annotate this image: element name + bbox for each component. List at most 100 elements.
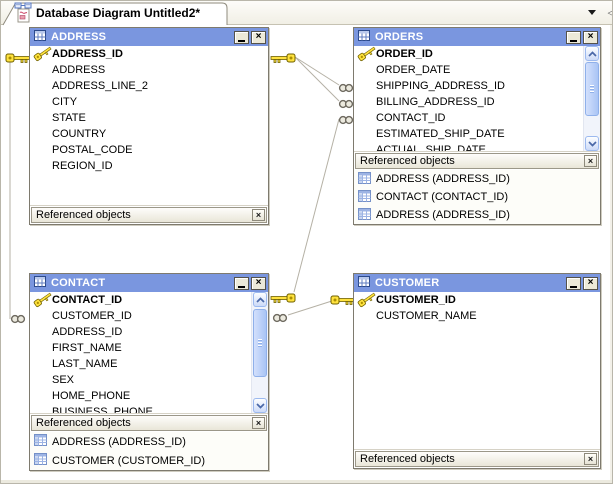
field-name: ORDER_ID [376,48,433,60]
referenced-object-item[interactable]: ADDRESS (ADDRESS_ID) [354,170,600,188]
field-name: CONTACT_ID [52,294,123,306]
table-window-customer: CUSTOMER × CUSTOMER_ID CUSTOMER_NAME Ref… [353,273,601,469]
scrollbar-thumb[interactable] [253,309,267,377]
scroll-up-button[interactable] [585,46,599,61]
close-button[interactable]: × [583,30,598,44]
referenced-object-item[interactable]: CONTACT (CONTACT_ID) [354,188,600,206]
referenced-object-label: ADDRESS (ADDRESS_ID) [52,435,186,448]
many-connector-icon [338,96,354,114]
close-button[interactable]: × [583,276,598,290]
referenced-objects-bar: Referenced objects × [355,451,599,467]
table-grid-icon [358,207,371,223]
field-row[interactable]: REGION_ID [30,158,268,174]
close-button[interactable]: × [251,276,266,290]
primary-key-icon [355,292,381,313]
tab-scroll-icon[interactable]: ◁ [608,6,612,19]
panel-close-button[interactable]: × [252,417,265,429]
referenced-object-label: CONTACT (CONTACT_ID) [376,191,508,203]
field-row[interactable]: COUNTRY [30,126,268,142]
many-connector-icon [10,311,26,329]
close-button[interactable]: × [251,30,266,44]
field-row[interactable]: CONTACT_ID [354,110,600,126]
tab-list-dropdown-icon[interactable] [588,10,596,15]
field-row[interactable]: STATE [30,110,268,126]
field-row[interactable]: ORDER_DATE [354,62,600,78]
field-name: CITY [52,96,78,108]
field-name: ADDRESS_ID [52,326,123,338]
field-row[interactable]: POSTAL_CODE [30,142,268,158]
field-row[interactable]: ADDRESS_ID [30,324,268,340]
referenced-object-item[interactable]: ADDRESS (ADDRESS_ID) [30,432,268,451]
table-titlebar[interactable]: ADDRESS × [30,28,268,46]
field-row[interactable]: ACTUAL_SHIP_DATE [354,142,600,151]
field-row[interactable]: ORDER_ID [354,46,600,62]
many-connector-icon [338,80,354,98]
field-name: FIRST_NAME [52,342,122,354]
table-grid-icon [34,453,47,468]
field-name: COUNTRY [52,128,107,140]
minimize-button[interactable] [234,276,249,290]
key-connector-icon [270,51,296,69]
field-name: ADDRESS [52,64,106,76]
field-name: STATE [52,112,86,124]
panel-close-button[interactable]: × [584,453,597,465]
referenced-objects-label: Referenced objects [360,155,455,167]
panel-close-button[interactable]: × [584,155,597,167]
field-name: BUSINESS_PHONE [52,406,153,414]
scroll-down-button[interactable] [585,136,599,151]
field-row[interactable]: ADDRESS_LINE_2 [30,78,268,94]
table-icon [358,28,370,46]
field-name: HOME_PHONE [52,390,131,402]
table-titlebar[interactable]: ORDERS × [354,28,600,46]
field-row[interactable]: CITY [30,94,268,110]
field-row[interactable]: CONTACT_ID [30,292,268,308]
field-row[interactable]: CUSTOMER_ID [30,308,268,324]
chevron-up-icon [587,50,597,57]
key-connector-icon [270,291,296,309]
primary-key-icon [31,46,57,67]
database-diagram-icon [14,2,32,28]
table-titlebar[interactable]: CUSTOMER × [354,274,600,292]
field-row[interactable]: CUSTOMER_NAME [354,308,600,324]
field-name: ESTIMATED_SHIP_DATE [376,128,505,140]
vertical-scrollbar[interactable] [583,46,600,151]
referenced-objects-bar: Referenced objects × [31,207,267,223]
scrollbar-thumb[interactable] [585,62,599,116]
key-connector-icon [330,293,356,311]
table-titlebar[interactable]: CONTACT × [30,274,268,292]
field-row[interactable]: BUSINESS_PHONE [30,404,268,414]
field-row[interactable]: BILLING_ADDRESS_ID [354,94,600,110]
field-row[interactable]: HOME_PHONE [30,388,268,404]
table-title: CUSTOMER [375,277,440,289]
field-row[interactable]: ADDRESS [30,62,268,78]
tab-title: Database Diagram Untitled2* [36,6,201,20]
field-row[interactable]: FIRST_NAME [30,340,268,356]
field-row[interactable]: SEX [30,372,268,388]
minimize-button[interactable] [234,30,249,44]
field-name: ADDRESS_LINE_2 [52,80,148,92]
scroll-up-button[interactable] [253,292,267,307]
field-row[interactable]: ESTIMATED_SHIP_DATE [354,126,600,142]
scroll-down-button[interactable] [253,398,267,413]
table-title: ORDERS [375,31,424,43]
tab-database-diagram[interactable]: Database Diagram Untitled2* [1,1,235,26]
many-connector-icon [338,112,354,130]
minimize-button[interactable] [566,30,581,44]
field-name: BILLING_ADDRESS_ID [376,96,495,108]
field-row[interactable]: LAST_NAME [30,356,268,372]
minimize-button[interactable] [566,276,581,290]
table-icon [34,28,46,46]
many-connector-icon [272,310,288,328]
vertical-scrollbar[interactable] [251,292,268,413]
referenced-object-item[interactable]: CUSTOMER (CUSTOMER_ID) [30,451,268,470]
field-row[interactable]: ADDRESS_ID [30,46,268,62]
field-name: CONTACT_ID [376,112,446,124]
table-window-contact: CONTACT × CONTACT_ID CUSTOMER_ID ADDRESS… [29,273,269,471]
field-row[interactable]: CUSTOMER_ID [354,292,600,308]
panel-close-button[interactable]: × [252,209,265,221]
field-name: SHIPPING_ADDRESS_ID [376,80,505,92]
field-name: CUSTOMER_NAME [376,310,477,322]
field-row[interactable]: SHIPPING_ADDRESS_ID [354,78,600,94]
referenced-object-item[interactable]: ADDRESS (ADDRESS_ID) [354,206,600,224]
minimize-icon [238,39,245,42]
